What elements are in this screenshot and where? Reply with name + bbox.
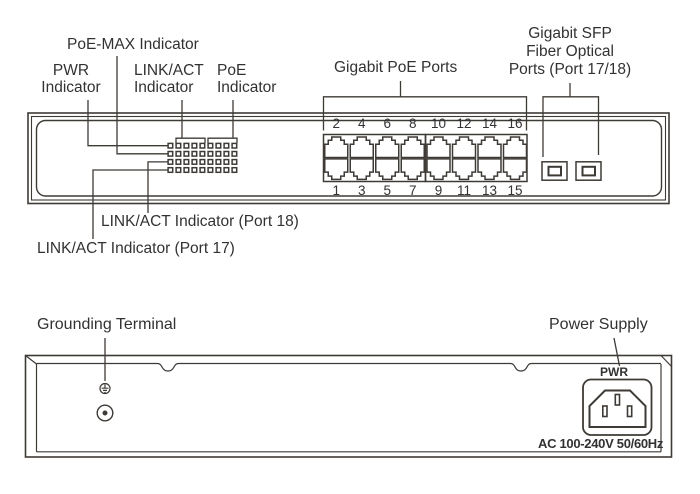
power-inlet	[582, 378, 653, 436]
led-matrix	[167, 142, 238, 174]
pwr-indicator-label-line1: PWR	[52, 62, 90, 79]
link-act-indicator-label-line1: LINK/ACT	[134, 62, 204, 79]
ac-rating-label: AC 100-240V 50/60Hz	[538, 436, 664, 451]
front-leader-lines	[87, 56, 600, 239]
pwr-indicator-label-line2: Indicator	[41, 79, 101, 96]
port-number: 14	[481, 116, 498, 131]
poe-indicator-label-line1: PoE	[217, 62, 247, 79]
rj45-port-blocks	[322, 133, 528, 183]
port-number: 1	[332, 183, 341, 198]
front-panel-outline	[27, 112, 670, 205]
rear-leader-lines	[104, 337, 621, 381]
port-number: 5	[383, 183, 392, 198]
link-act-indicator-label-line2: Indicator	[134, 79, 194, 96]
grounding-terminal-label: Grounding Terminal	[37, 316, 177, 333]
port-number: 12	[456, 116, 472, 131]
port-number: 11	[456, 183, 471, 198]
grounding-screw	[96, 404, 114, 422]
pwr-indicator-label: PWR Indicator	[35, 62, 107, 96]
poe-indicator-label-line2: Indicator	[217, 79, 277, 96]
port-number: 7	[409, 183, 417, 198]
sfp-ports-label: Gigabit SFP Fiber Optical Ports (Port 17…	[494, 25, 646, 79]
sfp-ports-label-line2: Fiber Optical	[526, 43, 614, 60]
power-supply-label: Power Supply	[549, 316, 648, 333]
port-number: 13	[481, 183, 498, 198]
port-number: 9	[434, 183, 443, 198]
port-number: 16	[507, 116, 523, 131]
port-number: 2	[332, 116, 341, 131]
rear-panel-outline	[24, 354, 673, 458]
poe-max-indicator-label: PoE-MAX Indicator	[67, 36, 199, 53]
sfp-ports-label-line3: Ports (Port 17/18)	[508, 61, 632, 78]
pwr-inlet-label: PWR	[600, 365, 628, 379]
port-number: 6	[383, 116, 392, 131]
port-number: 10	[430, 116, 447, 131]
port-number: 8	[409, 116, 417, 131]
gigabit-poe-ports-label: Gigabit PoE Ports	[334, 59, 458, 76]
sfp-ports	[541, 161, 602, 181]
link-act-indicator-label: LINK/ACT Indicator	[134, 62, 204, 96]
sfp-ports-label-line1: Gigabit SFP	[528, 25, 612, 42]
link-act-port17-label: LINK/ACT Indicator (Port 17)	[37, 240, 235, 257]
grounding-symbol-icon	[99, 382, 111, 395]
poe-indicator-label: PoE Indicator	[217, 62, 276, 96]
port-number: 15	[507, 183, 523, 198]
port-number: 3	[358, 183, 366, 198]
port-number: 4	[358, 116, 366, 131]
link-act-port18-label: LINK/ACT Indicator (Port 18)	[101, 213, 299, 230]
